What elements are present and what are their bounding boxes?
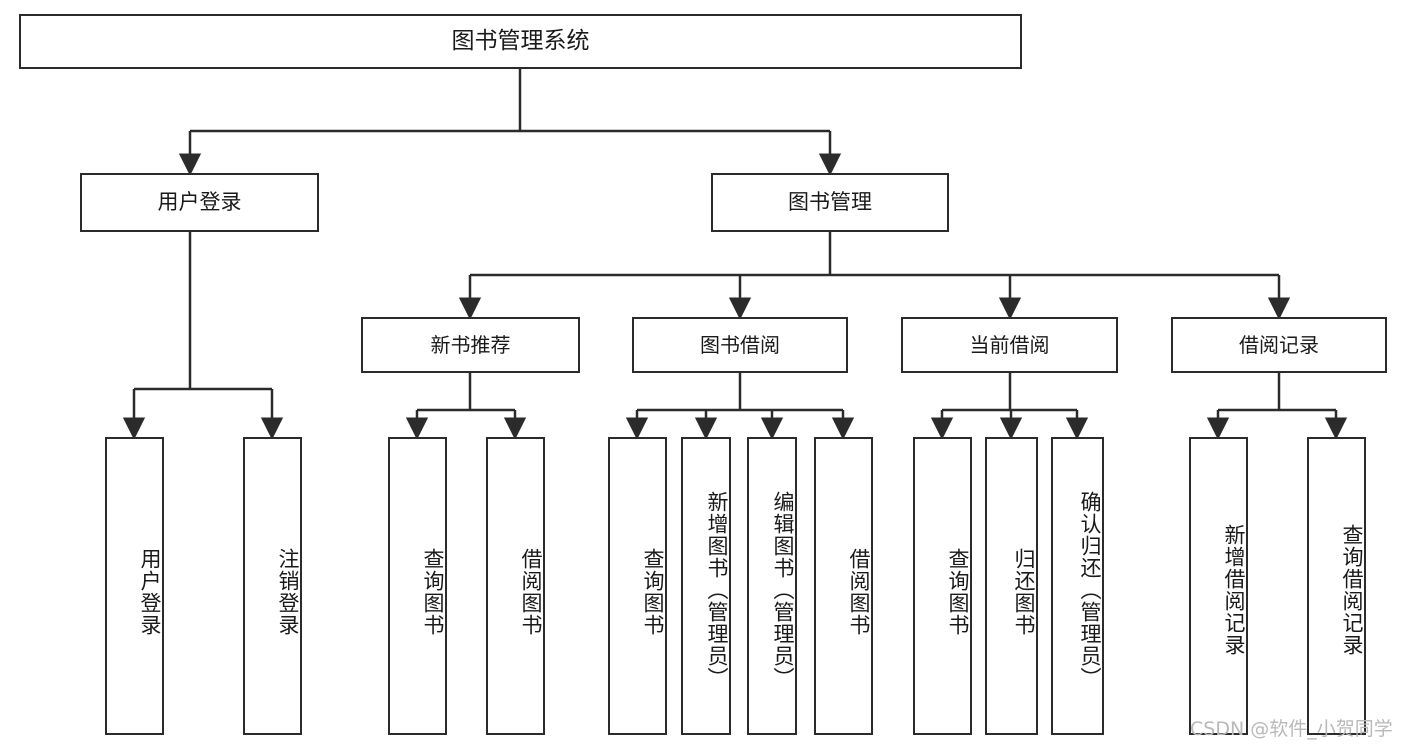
level2-node-1: 图书借阅 xyxy=(632,317,848,373)
node-label: 新增借阅记录 xyxy=(1222,524,1246,656)
leaf-node-6: 编辑图书（管理员） xyxy=(747,437,797,735)
leaf-node-0: 用户登录 xyxy=(105,437,164,735)
level1-node-0: 用户登录 xyxy=(80,173,319,232)
level2-node-3: 借阅记录 xyxy=(1171,317,1387,373)
leaf-node-4: 查询图书 xyxy=(608,437,667,735)
node-label: 当前借阅 xyxy=(969,332,1050,357)
node-label: 查询借阅记录 xyxy=(1340,524,1364,656)
leaf-node-10: 确认归还（管理员） xyxy=(1051,437,1104,735)
csdn-watermark: CSDN @软件_小贺同学 xyxy=(1190,718,1393,740)
leaf-node-9: 归还图书 xyxy=(985,437,1038,735)
leaf-node-8: 查询图书 xyxy=(913,437,972,735)
level1-node-1: 图书管理 xyxy=(711,173,949,232)
node-label: 编辑图书（管理员） xyxy=(771,491,795,689)
leaf-node-12: 查询借阅记录 xyxy=(1307,437,1366,735)
leaf-node-7: 借阅图书 xyxy=(814,437,873,735)
node-label: 借阅记录 xyxy=(1239,332,1319,357)
node-label: 用户登录 xyxy=(138,548,162,636)
node-label: 新书推荐 xyxy=(430,332,511,357)
node-label: 图书借阅 xyxy=(700,332,780,357)
node-label: 借阅图书 xyxy=(847,548,871,636)
node-label: 图书管理 xyxy=(788,190,872,215)
level2-node-0: 新书推荐 xyxy=(361,317,580,373)
node-label: 注销登录 xyxy=(276,548,300,636)
node-label: 查询图书 xyxy=(641,548,665,636)
node-label: 归还图书 xyxy=(1012,548,1036,636)
level2-node-2: 当前借阅 xyxy=(901,317,1118,373)
node-label: 借阅图书 xyxy=(519,548,543,636)
node-label: 查询图书 xyxy=(421,548,445,636)
leaf-node-11: 新增借阅记录 xyxy=(1189,437,1248,735)
root-node: 图书管理系统 xyxy=(19,14,1022,69)
leaf-node-2: 查询图书 xyxy=(388,437,447,735)
node-label: 确认归还（管理员） xyxy=(1078,491,1102,689)
leaf-node-1: 注销登录 xyxy=(243,437,302,735)
node-label: 图书管理系统 xyxy=(451,28,590,55)
leaf-node-3: 借阅图书 xyxy=(486,437,545,735)
leaf-node-5: 新增图书（管理员） xyxy=(681,437,731,735)
node-label: 查询图书 xyxy=(946,548,970,636)
node-label: 用户登录 xyxy=(157,190,242,215)
node-label: 新增图书（管理员） xyxy=(705,491,729,689)
